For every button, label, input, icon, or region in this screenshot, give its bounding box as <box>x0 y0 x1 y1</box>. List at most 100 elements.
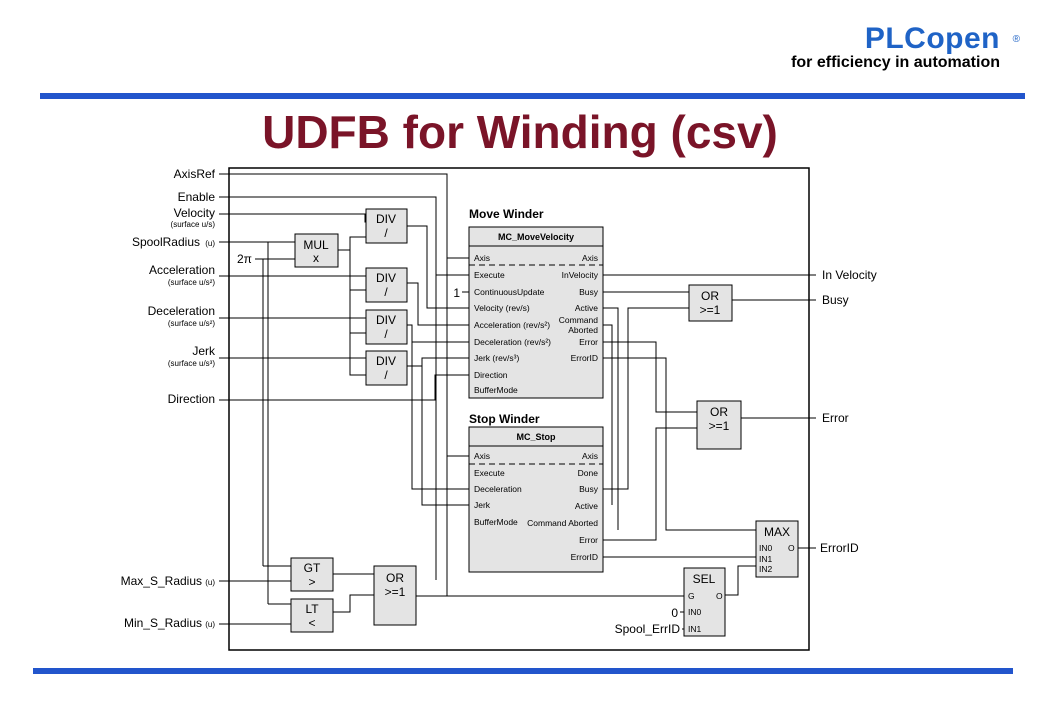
sw-out-error: Error <box>579 535 598 545</box>
gt-op: > <box>308 575 315 589</box>
logo-tagline: for efficiency in automation <box>791 54 1000 71</box>
sw-in-execute: Execute <box>474 468 505 478</box>
mw-in-jerk: Jerk (rev/s³) <box>474 353 520 363</box>
sw-out-errorid: ErrorID <box>571 552 598 562</box>
max-block: MAX IN0 IN1 IN2 O <box>755 520 799 578</box>
sel-name: SEL <box>693 572 716 586</box>
logo-name: PLCopen <box>864 22 1000 55</box>
mw-out-command: Command <box>559 315 598 325</box>
min-s-radius-unit: (u) <box>205 620 215 629</box>
input-labels: AxisRef Enable Velocity (surface u/s) Sp… <box>121 167 681 636</box>
div-name: DIV <box>376 313 396 327</box>
mw-in-continuousupdate: ContinuousUpdate <box>474 287 545 297</box>
mw-in-direction: Direction <box>474 370 508 380</box>
mul-op: x <box>313 251 319 265</box>
mw-out-aborted: Aborted <box>568 325 598 335</box>
mw-in-buffermode: BufferMode <box>474 385 518 395</box>
velocity-unit: (surface u/s) <box>171 220 216 229</box>
or-block-busy: OR >=1 <box>688 284 733 322</box>
lt-name: LT <box>305 602 319 616</box>
div-name: DIV <box>376 212 396 226</box>
mw-in-deceleration: Deceleration (rev/s²) <box>474 337 551 347</box>
sw-out-done: Done <box>578 468 599 478</box>
errorid-output: ErrorID <box>820 541 859 555</box>
output-labels: In Velocity Busy Error ErrorID <box>820 268 877 555</box>
move-winder-label: Move Winder <box>469 207 544 221</box>
gt-name: GT <box>304 561 321 575</box>
move-winder-block: Move Winder MC_MoveVelocity Axis Execute… <box>468 207 604 399</box>
or-op: >=1 <box>700 303 721 317</box>
spool-errid-label: Spool_ErrID <box>615 622 681 636</box>
or-op: >=1 <box>385 585 406 599</box>
max-in2: IN2 <box>759 564 773 574</box>
or-name: OR <box>386 571 404 585</box>
axisref-label: AxisRef <box>174 167 216 181</box>
acceleration-unit: (surface u/s²) <box>168 278 215 287</box>
registered-mark: ® <box>1012 34 1020 45</box>
two-pi-constant: 2π <box>237 252 252 266</box>
max-name: MAX <box>764 525 790 539</box>
page-title: UDFB for Winding (csv) <box>262 106 778 158</box>
sw-out-busy: Busy <box>579 484 599 494</box>
wires <box>219 173 816 630</box>
max-in1: IN1 <box>759 554 773 564</box>
mul-block: MUL x <box>294 233 339 268</box>
div-op: / <box>384 285 388 299</box>
div-op: / <box>384 327 388 341</box>
min-s-radius-label: Min_S_Radius <box>124 616 202 630</box>
div-block-jerk: DIV / <box>365 350 408 386</box>
sel-block: SEL G O IN0 IN1 <box>683 567 726 637</box>
sw-out-command-aborted: Command Aborted <box>527 518 598 528</box>
deceleration-label: Deceleration <box>148 304 215 318</box>
sw-in-deceleration: Deceleration <box>474 484 522 494</box>
or-block-radius: OR >=1 <box>373 565 417 626</box>
div-block-deceleration: DIV / <box>365 309 408 345</box>
sw-out-axis: Axis <box>582 451 598 461</box>
max-in0: IN0 <box>759 543 773 553</box>
mul-name: MUL <box>303 238 329 252</box>
mw-out-errorid: ErrorID <box>571 353 598 363</box>
sw-in-axis: Axis <box>474 451 490 461</box>
spoolradius-unit: (u) <box>205 239 215 248</box>
or-block-error: OR >=1 <box>696 400 742 450</box>
div-name: DIV <box>376 271 396 285</box>
stop-winder-label: Stop Winder <box>469 412 540 426</box>
sel-in0: IN0 <box>688 607 702 617</box>
move-winder-fb-name: MC_MoveVelocity <box>498 232 574 242</box>
bottom-divider <box>33 668 1013 674</box>
gt-block: GT > <box>290 557 334 592</box>
or-name: OR <box>710 405 728 419</box>
mw-out-active: Active <box>575 303 598 313</box>
sel-out: O <box>716 591 723 601</box>
max-s-radius-label: Max_S_Radius <box>121 574 202 588</box>
max-s-radius-unit: (u) <box>205 578 215 587</box>
enable-label: Enable <box>178 190 216 204</box>
div-op: / <box>384 368 388 382</box>
direction-label: Direction <box>168 392 215 406</box>
jerk-unit: (surface u/s³) <box>168 359 215 368</box>
sel-g: G <box>688 591 695 601</box>
deceleration-unit: (surface u/s²) <box>168 319 215 328</box>
mw-in-axis: Axis <box>474 253 490 263</box>
jerk-label: Jerk <box>192 344 216 358</box>
constant-one: 1 <box>453 286 460 300</box>
mw-out-busy: Busy <box>579 287 599 297</box>
diagram-frame <box>228 167 810 651</box>
top-divider <box>40 93 1025 99</box>
max-out: O <box>788 543 795 553</box>
error-output: Error <box>822 411 849 425</box>
sel-in1: IN1 <box>688 624 702 634</box>
plcopen-logo: PLCopen ® for efficiency in automation <box>791 22 1020 72</box>
mw-in-execute: Execute <box>474 270 505 280</box>
mw-out-invelocity: InVelocity <box>562 270 599 280</box>
spoolradius-label: SpoolRadius <box>132 235 200 249</box>
mw-in-acceleration: Acceleration (rev/s²) <box>474 320 550 330</box>
or-op: >=1 <box>709 419 730 433</box>
lt-op: < <box>308 616 315 630</box>
mw-out-error: Error <box>579 337 598 347</box>
div-name: DIV <box>376 354 396 368</box>
in-velocity-output: In Velocity <box>822 268 877 282</box>
sw-in-jerk: Jerk <box>474 500 491 510</box>
div-block-velocity: DIV / <box>365 208 408 244</box>
stop-winder-block: Stop Winder MC_Stop Axis Execute Deceler… <box>468 412 604 573</box>
